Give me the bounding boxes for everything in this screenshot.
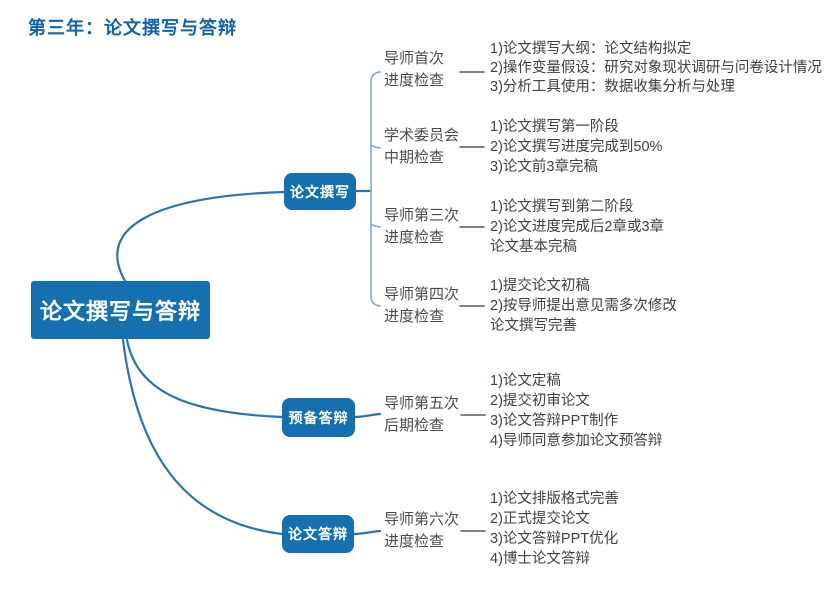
sub-topic-line: 中期检查 (384, 149, 445, 166)
sub-topic-sixth-check: 导师第六次 进度检查 (384, 509, 470, 553)
detail-line: 2)论文进度完成后2章或3章 (490, 219, 665, 235)
detail-line: 1)论文排版格式完善 (490, 491, 619, 507)
detail-line: 3)论文前3章完稿 (490, 159, 598, 175)
detail-line: 论文基本完稿 (490, 239, 577, 255)
detail-line: 论文撰写完善 (490, 318, 577, 334)
detail-list-fifth-check: 1)论文定稿 2)提交初审论文 3)论文答辩PPT制作 4)导师同意参加论文预答… (490, 371, 662, 451)
sub-topic-third-check: 导师第三次 进度检查 (384, 205, 470, 249)
detail-line: 3)论文答辩PPT制作 (490, 413, 619, 429)
detail-list-fourth-check: 1)提交论文初稿 2)按导师提出意见需多次修改 论文撰写完善 (490, 276, 677, 336)
sub-topic-line: 导师第六次 (384, 511, 460, 528)
page-title: 第三年：论文撰写与答辩 (28, 18, 237, 38)
detail-list-third-check: 1)论文撰写到第二阶段 2)论文进度完成后2章或3章 论文基本完稿 (490, 197, 664, 257)
sub-topic-line: 导师首次 (384, 50, 445, 67)
detail-line: 2)提交初审论文 (490, 393, 590, 409)
detail-line: 2)按导师提出意见需多次修改 (490, 298, 677, 314)
sub-topic-line: 导师第四次 (384, 286, 460, 303)
bracket-line (370, 71, 381, 307)
sub-topic-line: 进度检查 (384, 229, 445, 246)
branch-node-thesis-writing: 论文撰写 (284, 173, 356, 210)
sub-topic-line: 进度检查 (384, 533, 445, 550)
detail-list-sixth-check: 1)论文排版格式完善 2)正式提交论文 3)论文答辩PPT优化 4)博士论文答辩 (490, 489, 619, 569)
detail-line: 1)论文定稿 (490, 373, 561, 389)
sub-topic-line: 学术委员会 (384, 127, 460, 144)
sub-topic-line: 导师第三次 (384, 207, 460, 224)
detail-line: 2)操作变量假设：研究对象现状调研与问卷设计情况 (490, 60, 822, 76)
branch-node-pre-defense: 预备答辩 (282, 398, 355, 437)
detail-line: 3)分析工具使用：数据收集分析与处理 (490, 79, 735, 95)
sub-topic-fourth-check: 导师第四次 进度检查 (384, 284, 470, 328)
detail-line: 4)博士论文答辩 (490, 551, 590, 567)
detail-line: 1)论文撰写大纲：论文结构拟定 (490, 41, 692, 57)
detail-line: 2)正式提交论文 (490, 511, 590, 527)
sub-topic-first-check: 导师首次 进度检查 (384, 48, 470, 92)
detail-list-first-check: 1)论文撰写大纲：论文结构拟定 2)操作变量假设：研究对象现状调研与问卷设计情况… (490, 40, 822, 97)
sub-topic-line: 进度检查 (384, 308, 445, 325)
root-branch-curves (116, 189, 382, 536)
detail-line: 3)论文答辩PPT优化 (490, 531, 619, 547)
detail-line: 1)提交论文初稿 (490, 278, 590, 294)
detail-line: 2)论文撰写进度完成到50% (490, 139, 663, 155)
sub-topic-line: 进度检查 (384, 72, 445, 89)
root-node: 论文撰写与答辩 (31, 281, 210, 339)
branch-node-thesis-defense: 论文答辩 (282, 515, 354, 553)
detail-line: 4)导师同意参加论文预答辩 (490, 433, 663, 449)
detail-line: 1)论文撰写第一阶段 (490, 119, 619, 135)
sub-topic-line: 导师第五次 (384, 395, 460, 412)
sub-topic-fifth-check: 导师第五次 后期检查 (384, 393, 470, 437)
sub-topic-line: 后期检查 (384, 417, 445, 434)
sub-topic-midterm-check: 学术委员会 中期检查 (384, 125, 470, 169)
detail-line: 1)论文撰写到第二阶段 (490, 199, 634, 215)
detail-list-midterm-check: 1)论文撰写第一阶段 2)论文撰写进度完成到50% 3)论文前3章完稿 (490, 117, 662, 177)
